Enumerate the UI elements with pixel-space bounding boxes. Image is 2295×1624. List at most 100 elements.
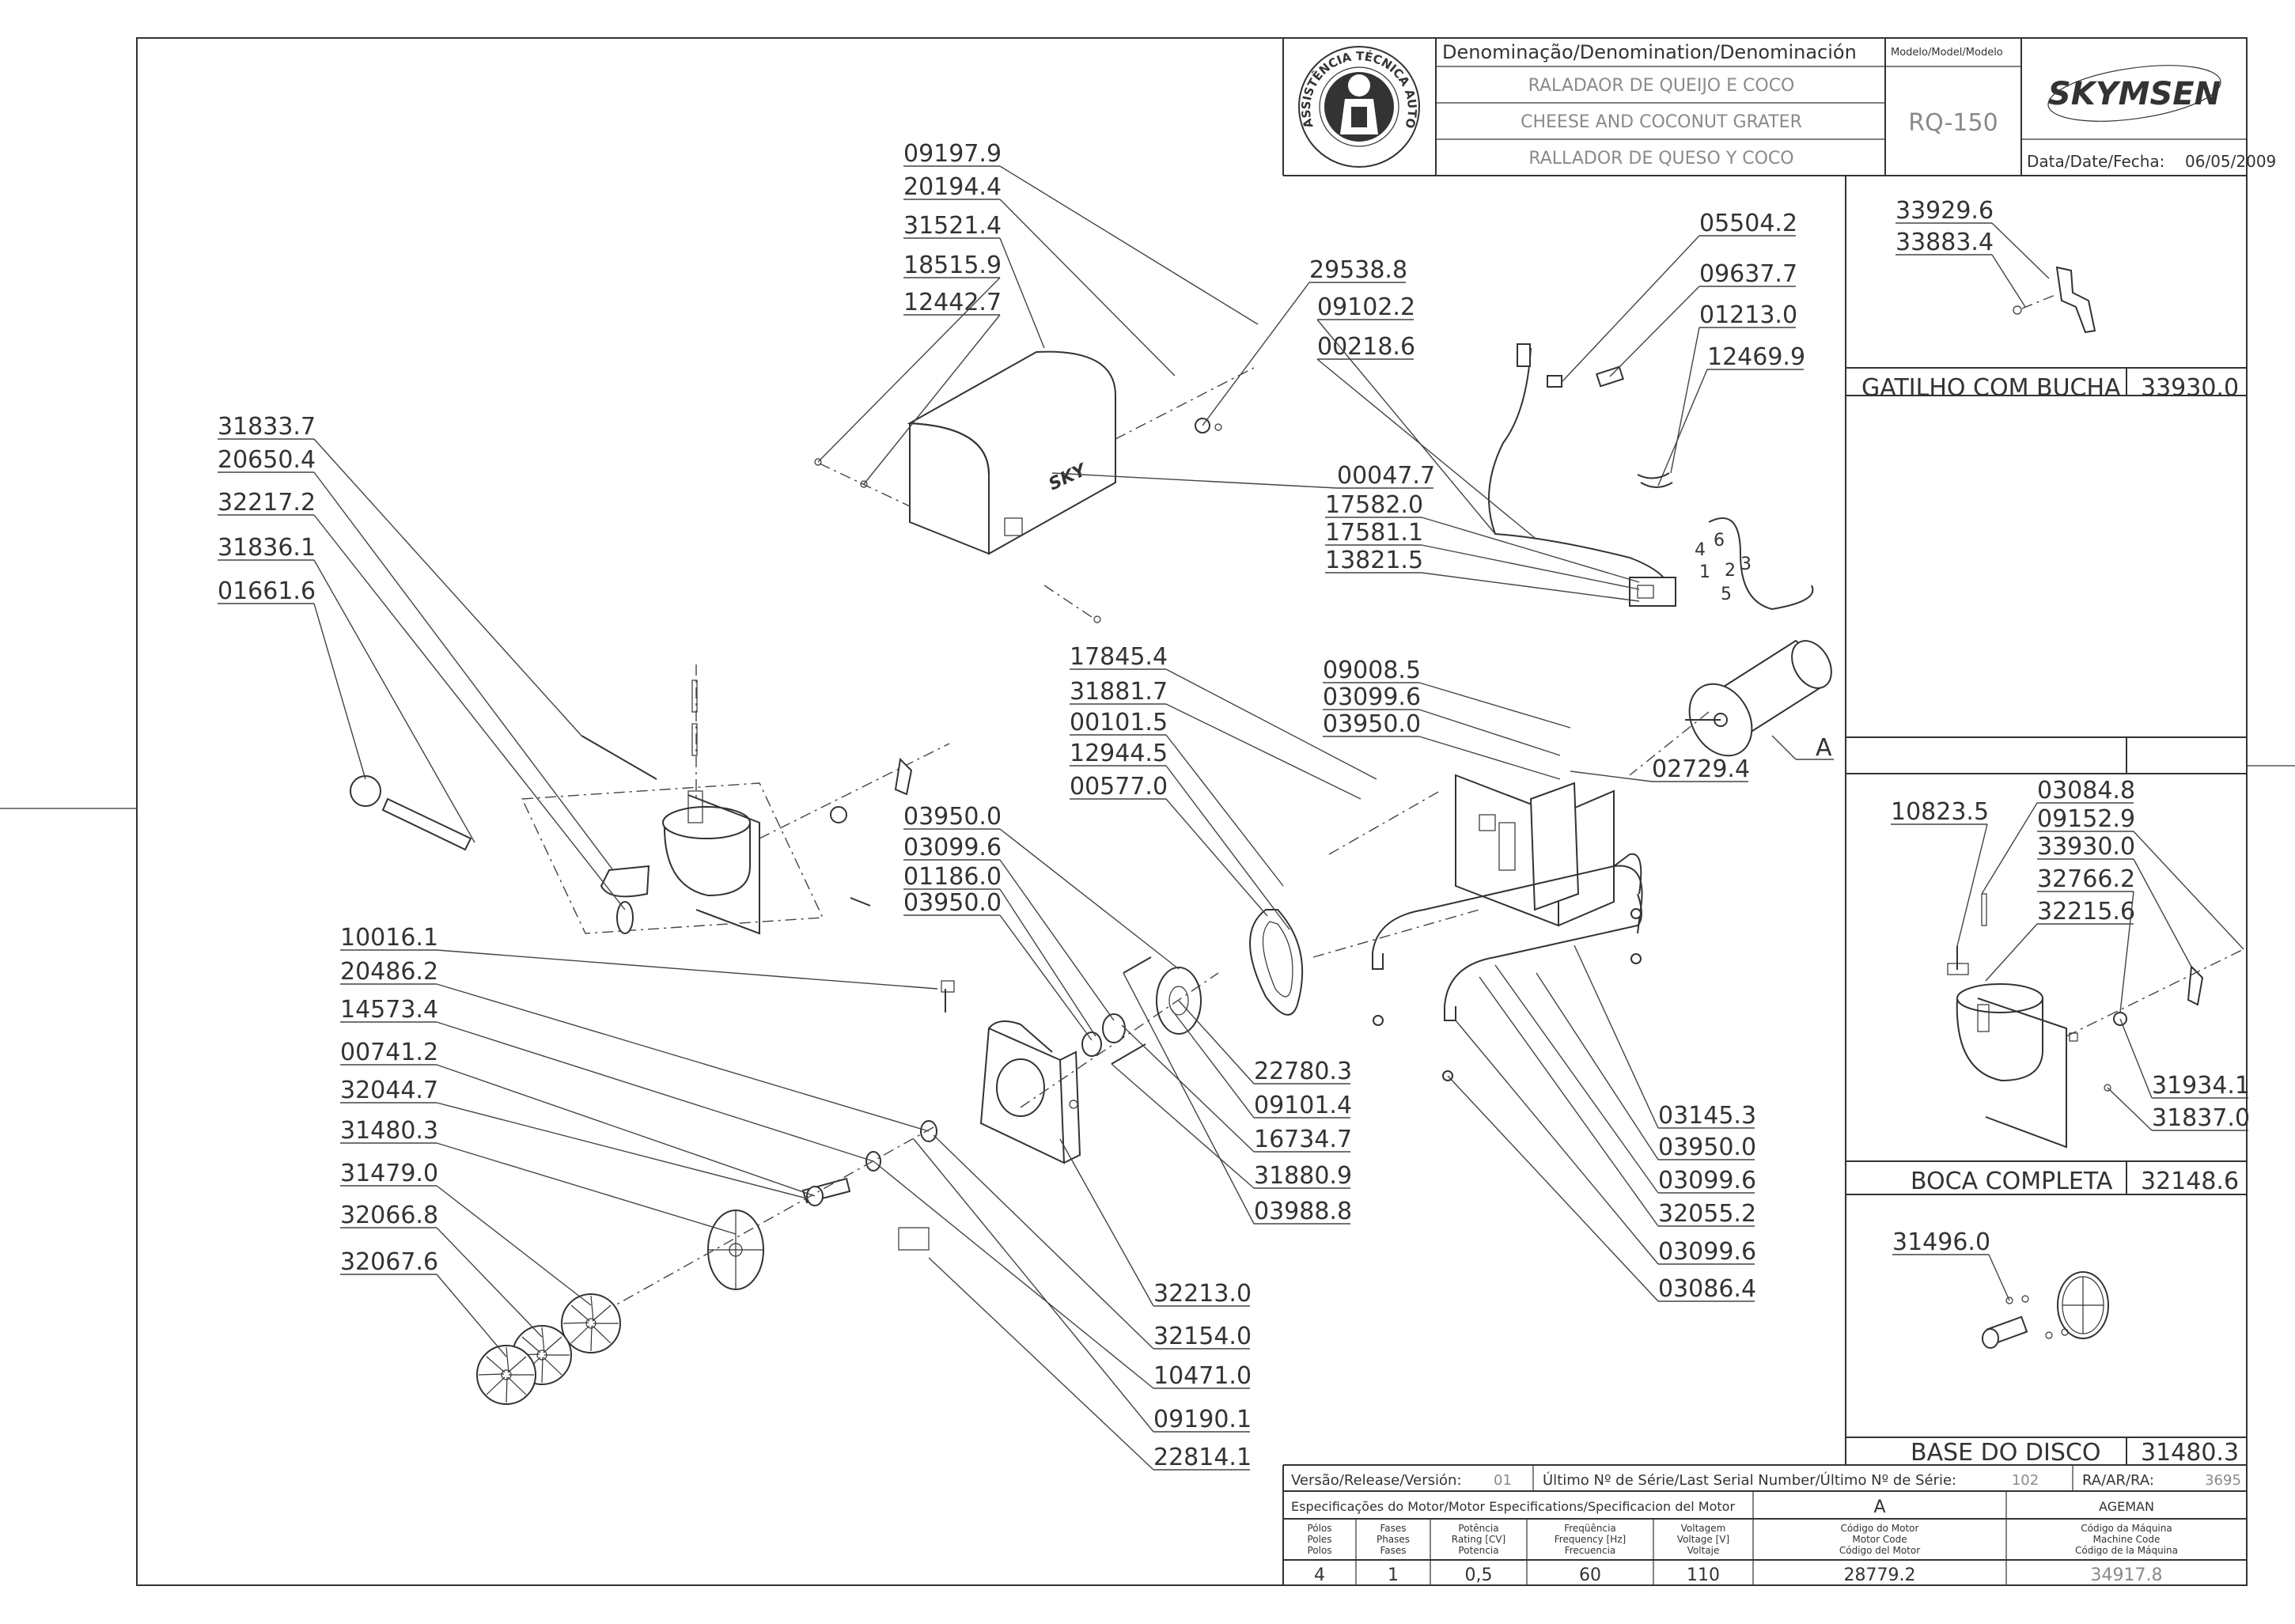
title-block: ASSISTÊNCIA TÉCNICA AUTORIZADA Denominaç…: [0, 0, 2276, 176]
part-number-label: 32066.8: [340, 1202, 438, 1229]
leader-line: [1494, 964, 1659, 1194]
svg-text:4: 4: [1695, 540, 1706, 560]
leader-line: [1479, 976, 1659, 1227]
part-number-label: 09190.1: [1153, 1406, 1252, 1433]
part-number-label: 00741.2: [340, 1039, 438, 1066]
part-number-label: 22780.3: [1254, 1058, 1352, 1085]
part-number-label: 00047.7: [1337, 462, 1435, 490]
leader-line: [1988, 1254, 2010, 1301]
part-number-label: 16734.7: [1254, 1126, 1352, 1153]
leader-line: [436, 1102, 808, 1199]
svg-text:3: 3: [1740, 555, 1752, 574]
motor-callout: A: [1816, 734, 1832, 762]
motor-id: A: [1873, 1497, 1885, 1517]
leader-line: [1051, 472, 1338, 489]
part-number-label: 18515.9: [903, 252, 1002, 279]
part-number-label: 31836.1: [218, 534, 316, 562]
svg-text:Fases: Fases: [1380, 1545, 1406, 1556]
brand-name: SKYMSEN: [2048, 76, 2221, 112]
part-number-label: 22814.1: [1153, 1444, 1252, 1471]
part-number-label: 09101.4: [1254, 1092, 1352, 1119]
leader-line: [1165, 668, 1377, 780]
leader-line: [2133, 831, 2244, 950]
part-number-label: 12944.5: [1070, 740, 1168, 767]
page-border: [136, 37, 2248, 1586]
leader-line: [1059, 1138, 1154, 1307]
ra-label: RA/AR/RA:: [2082, 1472, 2154, 1489]
part-number-label: 31480.3: [340, 1117, 438, 1145]
leader-line: [913, 1138, 1154, 1433]
leader-line: [1985, 923, 2038, 982]
part-number-label: 20486.2: [340, 958, 438, 986]
svg-text:Código da Máquina: Código da Máquina: [2081, 1523, 2172, 1534]
part-number-label: 03950.0: [903, 889, 1002, 917]
part-number-label: 32766.2: [2037, 865, 2135, 893]
leader-line: [2107, 1087, 2153, 1131]
name-en: CHEESE AND COCONUT GRATER: [1521, 112, 1802, 132]
svg-text:Pólos: Pólos: [1307, 1523, 1331, 1534]
part-number-label: 33929.6: [1895, 197, 1994, 225]
spec-column-headers: Pólos Poles Polos Fases Phases Fases Pot…: [1307, 1523, 2178, 1556]
part-number-label: 01186.0: [903, 863, 1002, 891]
motor-spec-block: Versão/Release/Versión: 01 Último Nº de …: [1282, 1464, 2247, 1585]
svg-text:Voltaje: Voltaje: [1687, 1545, 1720, 1556]
leader-line: [999, 859, 1115, 1021]
leader-lines: [218, 165, 2248, 1471]
leader-line: [436, 1142, 737, 1235]
svg-text:1: 1: [1388, 1565, 1399, 1585]
leader-line: [1562, 235, 1700, 382]
part-number-label: 03988.8: [1254, 1198, 1352, 1225]
svg-text:Rating [CV]: Rating [CV]: [1452, 1534, 1505, 1545]
mouth-assembly-drawing: [1947, 893, 2244, 1149]
part-number-label: 14573.4: [340, 996, 438, 1024]
model-header: Modelo/Model/Modelo: [1891, 47, 2003, 59]
leader-line: [1536, 972, 1659, 1160]
leader-line: [1418, 709, 1561, 756]
leader-line: [1574, 944, 1659, 1129]
leader-line: [436, 983, 930, 1132]
leader-line: [999, 828, 1180, 970]
date-label: Data/Date/Fecha:: [2027, 152, 2164, 171]
leader-line: [1165, 734, 1284, 887]
leader-line: [1316, 319, 1496, 535]
version-label: Versão/Release/Versión:: [1291, 1472, 1462, 1489]
chassis-frame: [1312, 774, 1643, 1081]
part-number-label: 03099.6: [1658, 1167, 1756, 1194]
gear-housing: [941, 980, 1081, 1164]
leader-line: [1670, 327, 1700, 474]
svg-text:Voltage [V]: Voltage [V]: [1677, 1534, 1729, 1545]
leader-line: [1447, 1075, 1659, 1302]
part-number-label: 32067.6: [340, 1248, 438, 1276]
leader-line: [1421, 544, 1640, 590]
leader-line: [1991, 254, 2026, 308]
svg-text:1: 1: [1699, 562, 1710, 582]
part-number-label: 00218.6: [1317, 333, 1415, 361]
svg-text:Fases: Fases: [1380, 1523, 1406, 1534]
part-number-label: 31479.0: [340, 1160, 438, 1187]
name-es: RALLADOR DE QUESO Y COCO: [1528, 149, 1793, 168]
svg-text:6: 6: [1714, 531, 1725, 551]
part-number-label: 01661.6: [218, 577, 316, 605]
part-number-label: 03084.8: [2037, 777, 2135, 804]
part-number-label: 03950.0: [1323, 710, 1421, 738]
svg-text:Phases: Phases: [1377, 1534, 1410, 1545]
part-number-label: 03099.6: [1323, 683, 1421, 711]
authorized-service-seal: ASSISTÊNCIA TÉCNICA AUTORIZADA: [0, 0, 1420, 168]
skymsen-logo: SKYMSEN: [2047, 65, 2221, 122]
part-number-label: 32055.2: [1658, 1200, 1756, 1228]
leader-line: [313, 438, 582, 736]
leader-line: [1170, 1008, 1255, 1119]
svg-text:28779.2: 28779.2: [1844, 1565, 1916, 1585]
wiring-harness: 4 6 1 2 3 5: [1488, 343, 1814, 611]
leader-line: [436, 1185, 592, 1306]
svg-text:Machine Code: Machine Code: [2093, 1534, 2161, 1545]
machine-code-header: AGEMAN: [2099, 1499, 2154, 1514]
leader-line: [1121, 1024, 1255, 1153]
svg-text:Poles: Poles: [1307, 1534, 1331, 1545]
leader-line: [873, 1160, 1154, 1389]
belt-and-pulley: [1020, 909, 1304, 1108]
leader-line: [1609, 286, 1700, 377]
name-pt: RALADAOR DE QUEIJO E COCO: [1528, 76, 1795, 96]
leader-line: [1570, 770, 1653, 782]
subassembly-name-2: BOCA COMPLETA: [1911, 1168, 2113, 1195]
